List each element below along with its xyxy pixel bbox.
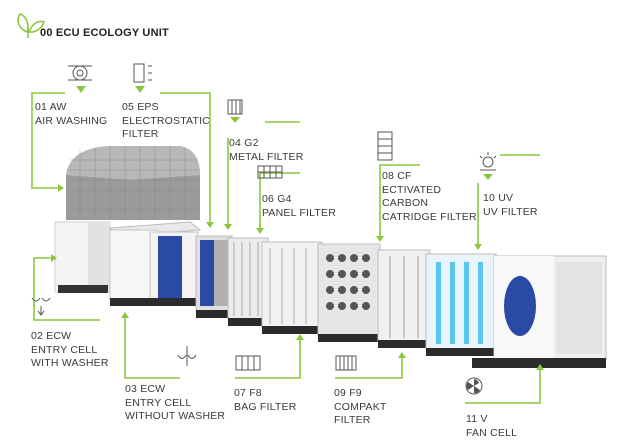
label-03-entry-cell: 03 ECW ENTRY CELL WITHOUT WASHER — [125, 383, 225, 424]
carbon-cartridge-icon — [377, 131, 393, 161]
uv-lamp-icon — [479, 152, 497, 171]
label-code: 06 G4 — [262, 193, 292, 205]
label-code: 08 CF — [382, 170, 412, 182]
label-05-electrostatic: 05 EPS ELECTROSTATIC FILTER — [122, 101, 210, 142]
electrostatic-filter-icon — [133, 63, 152, 83]
label-text: WITH WASHER — [31, 357, 109, 369]
label-text: FAN CELL — [466, 426, 518, 439]
air-washing-hood — [66, 146, 200, 220]
panel-filter-icon — [257, 165, 283, 179]
label-01-air-washing: 01 AW AIR WASHING — [35, 101, 107, 128]
compact-filter-icon — [335, 355, 357, 371]
label-11-fan-cell: 11 V FAN CELL — [466, 413, 517, 440]
label-text: UV FILTER — [483, 205, 538, 218]
bag-filter-icon — [235, 355, 261, 371]
label-text: COMPAKT — [334, 400, 387, 413]
label-08-carbon-filter: 08 CF ECTIVATED CARBON CATRIDGE FILTER — [382, 170, 477, 224]
label-04-metal-filter: 04 G2 METAL FILTER — [229, 137, 304, 164]
connector-lines — [31, 92, 544, 404]
label-code: 07 F8 — [234, 387, 262, 399]
label-code: 02 ECW — [31, 330, 72, 342]
label-text: METAL FILTER — [229, 150, 304, 163]
entry-cell-washer — [54, 221, 111, 293]
icon-arrow — [483, 174, 493, 180]
label-text: ECTIVATED — [382, 183, 442, 196]
entry-cell-washer-icon — [31, 297, 51, 316]
label-02-entry-cell-washer: 02 ECW ENTRY CELL WITH WASHER — [31, 330, 109, 371]
label-text: WITHOUT WASHER — [125, 410, 226, 422]
leaf-logo-icon — [17, 13, 46, 38]
label-code: 10 UV — [483, 192, 514, 204]
label-code: 09 F9 — [334, 387, 362, 399]
label-text: FILTER — [334, 414, 371, 426]
label-code: 03 ECW — [125, 383, 166, 395]
filter-modules — [108, 221, 607, 368]
label-text: PANEL FILTER — [262, 206, 336, 219]
icon-arrow — [76, 86, 86, 93]
label-text: ENTRY CELL — [125, 396, 192, 409]
label-10-uv-filter: 10 UV UV FILTER — [483, 192, 538, 219]
label-text: AIR WASHING — [35, 114, 108, 127]
label-text: ENTRY CELL — [31, 343, 98, 356]
icon-arrow — [230, 117, 240, 123]
label-09-compact-filter: 09 F9 COMPAKT FILTER — [334, 387, 387, 428]
air-washing-icon — [68, 65, 92, 81]
label-06-panel-filter: 06 G4 PANEL FILTER — [262, 193, 336, 220]
label-code: 01 AW — [35, 101, 67, 113]
fan-icon — [465, 377, 483, 395]
label-code: 11 V — [466, 413, 488, 425]
label-text: CATRIDGE FILTER — [382, 210, 477, 223]
label-text: ELECTROSTATIC — [122, 114, 210, 127]
entry-cell-icon — [177, 346, 197, 366]
icon-arrow — [135, 86, 145, 93]
label-text: CARBON — [382, 197, 429, 209]
page-title: 00 ECU ECOLOGY UNIT — [40, 27, 169, 39]
label-text: BAG FILTER — [234, 400, 297, 413]
label-code: 04 G2 — [229, 137, 259, 149]
metal-filter-icon — [227, 99, 243, 115]
label-code: 05 EPS — [122, 101, 159, 113]
label-text: FILTER — [122, 128, 159, 140]
label-07-bag-filter: 07 F8 BAG FILTER — [234, 387, 296, 414]
